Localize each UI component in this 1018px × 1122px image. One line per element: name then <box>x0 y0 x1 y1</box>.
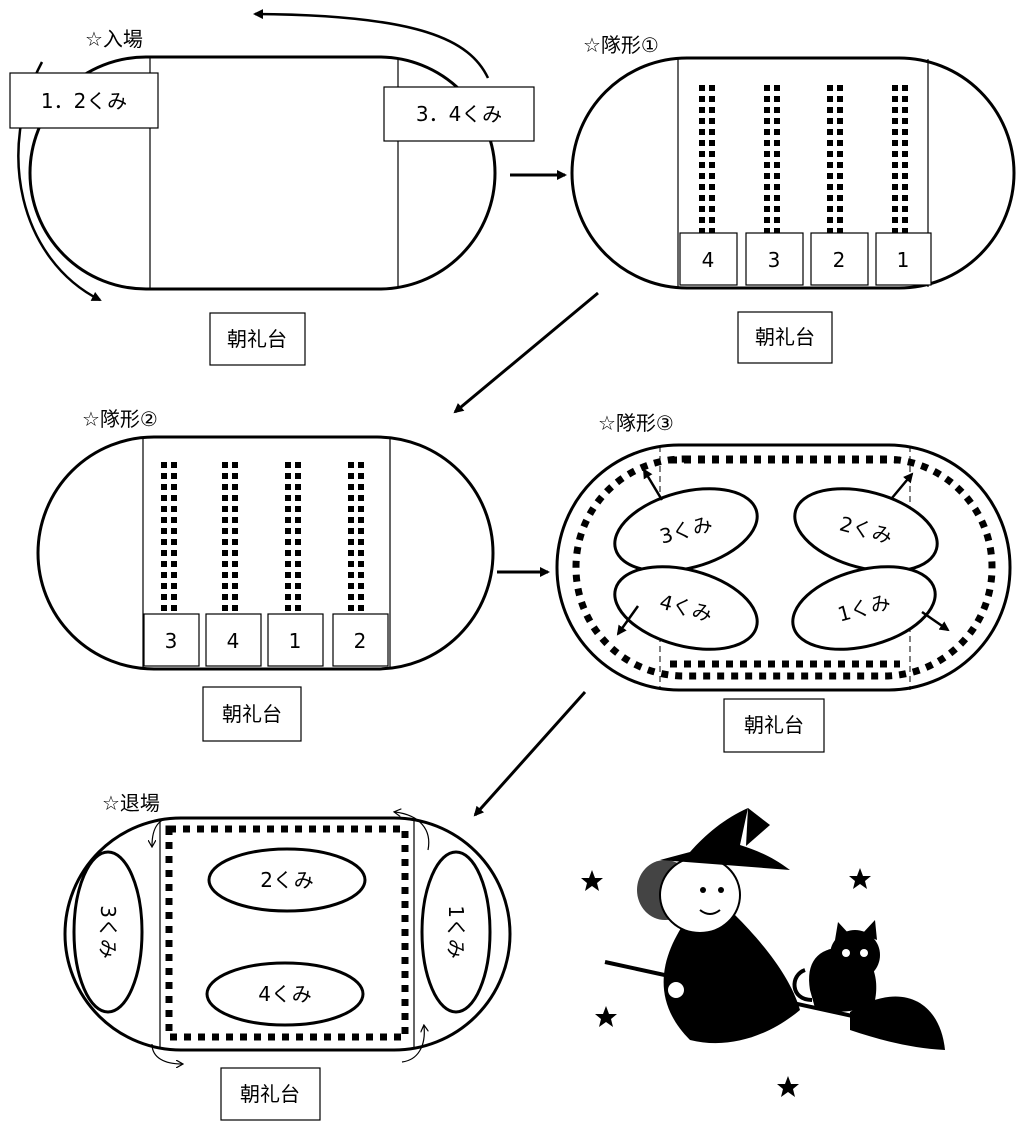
witch-cloak <box>663 915 800 1044</box>
formation2-box <box>332 613 389 667</box>
formation3-section: ☆隊形③ 3くみ 2くみ 4くみ 1くみ 朝礼台 <box>555 411 1012 753</box>
formation2-track <box>36 435 495 671</box>
formation1-box <box>810 232 869 286</box>
formation2-box-label: 1 <box>289 629 302 653</box>
formation3-stage-label: 朝礼台 <box>744 713 804 737</box>
exit-oval <box>207 847 367 913</box>
exit-oval-label: 1くみ <box>444 905 468 959</box>
formation2-box-label: 4 <box>227 629 240 653</box>
exit-dotted-square <box>165 825 409 1041</box>
broom-bristles <box>850 996 945 1050</box>
formation3-arrow <box>616 605 640 636</box>
formation3-oval <box>613 487 759 573</box>
formation1-box <box>875 232 932 286</box>
cat-eye <box>842 949 850 957</box>
formation2-stage-label: 朝礼台 <box>222 702 282 726</box>
exit-track <box>63 816 512 1052</box>
formation2-box-label: 3 <box>165 629 178 653</box>
witch-face <box>659 856 741 934</box>
exit-arrow <box>395 812 430 851</box>
entrance-title: ☆入場 <box>85 27 143 51</box>
formation3-oval <box>791 565 937 651</box>
formation1-stage-box <box>737 311 833 364</box>
formation3-oval <box>613 565 759 651</box>
formation3-arrow <box>921 610 950 632</box>
exit-arrow <box>152 817 173 846</box>
formation2-stage-box <box>202 686 302 742</box>
formation3-arrow <box>642 468 664 501</box>
cat-tail <box>792 968 813 1002</box>
star-icon <box>849 868 871 889</box>
cat-eye <box>860 949 868 957</box>
exit-oval <box>72 850 144 1014</box>
formation2-title: ☆隊形② <box>82 407 158 431</box>
exit-oval <box>420 850 492 1014</box>
formation3-stage-box <box>723 698 825 753</box>
witch-illustration <box>581 808 945 1097</box>
exit-stage-box <box>220 1067 321 1121</box>
formation2-box-label: 2 <box>354 629 367 653</box>
formation2-columns <box>161 462 364 614</box>
formation1-stage-label: 朝礼台 <box>755 325 815 349</box>
entrance-group-a-label: 1．2くみ <box>41 89 127 113</box>
formation1-box-label: 3 <box>768 248 781 272</box>
formation1-box-label: 2 <box>833 248 846 272</box>
star-icon <box>595 1006 617 1027</box>
formation1-columns <box>699 85 908 233</box>
entrance-group-b-label: 3．4くみ <box>416 102 502 126</box>
exit-arrow <box>401 1026 424 1063</box>
formation2-box <box>143 613 200 667</box>
star-icon <box>581 870 603 891</box>
formation2-number-boxes: 3 4 1 2 <box>143 613 389 667</box>
witch-hat-tip <box>746 808 770 846</box>
entrance-group-a-box <box>9 72 159 129</box>
witch-eye <box>718 887 724 893</box>
star-icon <box>777 1076 799 1097</box>
formation3-arrow <box>891 472 914 499</box>
entrance-section: ☆入場 1．2くみ 3．4くみ 朝礼台 <box>9 9 535 366</box>
formation1-title: ☆隊形① <box>583 33 659 57</box>
formation1-box <box>745 232 804 286</box>
formation1-box-label: 4 <box>702 248 715 272</box>
witch-hat <box>660 808 790 870</box>
formation1-section: ☆隊形① 4 3 2 1 朝礼台 <box>570 33 1016 364</box>
formation3-oval <box>793 487 939 573</box>
witch-eye <box>700 887 706 893</box>
entrance-stage-label: 朝礼台 <box>227 327 287 351</box>
exit-stage-label: 朝礼台 <box>240 1082 300 1106</box>
formation2-section: ☆隊形② 3 4 1 2 朝礼台 <box>36 407 495 742</box>
entrance-stage-box <box>209 312 306 366</box>
cat-ears <box>835 920 877 940</box>
witch-mouth <box>699 909 721 915</box>
arrow-formation1-to-formation2 <box>453 291 599 414</box>
formation3-title: ☆隊形③ <box>598 411 674 435</box>
exit-oval-label: 2くみ <box>260 868 314 892</box>
formation1-box <box>679 232 738 286</box>
formation1-box-label: 1 <box>897 248 910 272</box>
cat-head <box>830 930 880 980</box>
exit-section: ☆退場 2くみ 4くみ 3くみ 1くみ 朝礼台 <box>63 791 512 1121</box>
formation1-number-boxes: 4 3 2 1 <box>679 232 932 286</box>
exit-title: ☆退場 <box>102 791 160 815</box>
entrance-group-b-box <box>383 86 535 142</box>
formation1-track <box>570 56 1016 290</box>
exit-oval-label: 4くみ <box>258 982 312 1006</box>
formation2-box <box>205 613 262 667</box>
formation2-box <box>267 613 324 667</box>
exit-oval <box>205 961 365 1027</box>
exit-arrow <box>151 1043 182 1064</box>
entrance-track <box>28 55 497 291</box>
exit-oval-label: 3くみ <box>96 905 120 959</box>
entrance-arrow-top <box>253 9 490 79</box>
arrow-formation3-to-exit <box>473 691 587 817</box>
witch-hand <box>666 980 686 1000</box>
formation3-track <box>555 443 1012 692</box>
